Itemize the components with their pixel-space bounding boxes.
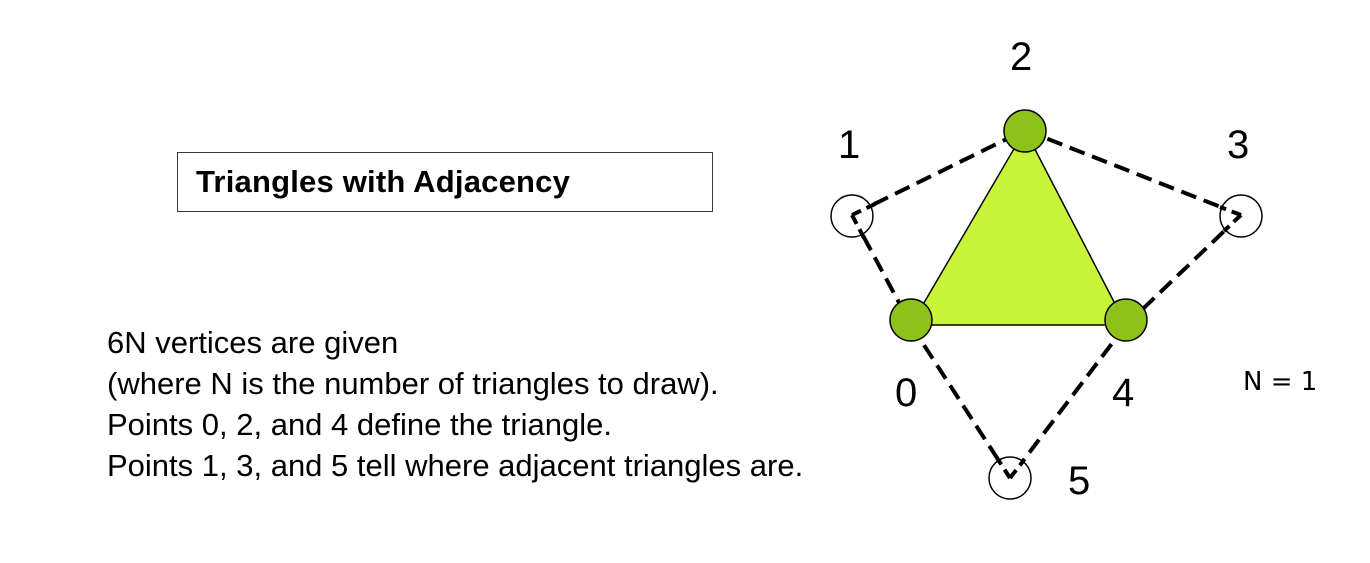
vertex-labels: 0 1 2 3 4 5 bbox=[838, 35, 1249, 503]
edge-overlay-1-0 bbox=[850, 214, 866, 239]
vertex-0 bbox=[889, 298, 933, 342]
edge-overlay-3-2 bbox=[1219, 205, 1242, 217]
description-line-4: Points 1, 3, and 5 tell where adjacent t… bbox=[107, 448, 804, 483]
vertex-label-3: 3 bbox=[1227, 123, 1249, 167]
n-count-label: N = 1 bbox=[1243, 367, 1317, 397]
vertex-2 bbox=[1003, 109, 1047, 153]
vertex-label-4: 4 bbox=[1112, 371, 1134, 415]
adjacency-edge-overlays bbox=[850, 202, 1243, 480]
edge-overlay-1-2 bbox=[851, 202, 876, 217]
description-line-2: (where N is the number of triangles to d… bbox=[107, 366, 719, 401]
vertices bbox=[830, 109, 1263, 500]
edge-0-5 bbox=[909, 323, 1012, 480]
edge-1-2 bbox=[851, 128, 1026, 217]
edge-overlay-5-4 bbox=[1008, 458, 1026, 480]
title-box: Triangles with Adjacency bbox=[177, 152, 713, 212]
description: 6N vertices are given (where N is the nu… bbox=[107, 322, 887, 486]
main-triangle bbox=[909, 128, 1128, 326]
vertex-label-1: 1 bbox=[838, 123, 860, 167]
edge-4-5 bbox=[1008, 323, 1128, 480]
vertex-label-5: 5 bbox=[1068, 459, 1090, 503]
edge-2-3 bbox=[1024, 128, 1242, 217]
edge-overlay-5-0 bbox=[995, 456, 1012, 480]
slide-title: Triangles with Adjacency bbox=[196, 164, 571, 199]
edge-overlay-3-4 bbox=[1222, 213, 1243, 233]
edge-3-4 bbox=[1124, 213, 1243, 327]
description-line-1: 6N vertices are given bbox=[107, 325, 399, 360]
vertex-label-0: 0 bbox=[895, 371, 917, 415]
vertex-label-2: 2 bbox=[1010, 35, 1032, 79]
description-line-3: Points 0, 2, and 4 define the triangle. bbox=[107, 407, 612, 442]
vertex-4 bbox=[1104, 298, 1148, 342]
